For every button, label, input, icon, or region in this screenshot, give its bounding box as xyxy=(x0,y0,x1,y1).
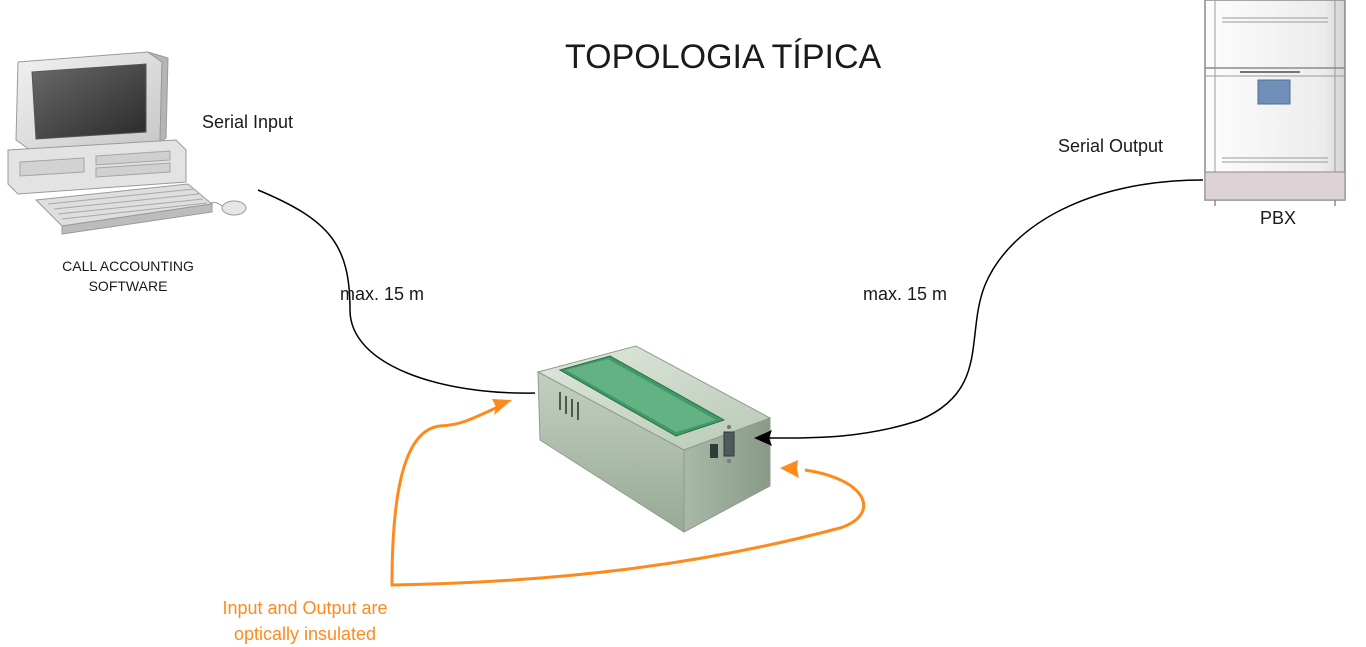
max-distance-left-label: max. 15 m xyxy=(340,284,425,304)
insulation-note: Input and Output are optically insulated xyxy=(190,595,420,647)
arrow-head-orange-right xyxy=(780,460,799,478)
call-accounting-label: CALL ACCOUNTING SOFTWARE xyxy=(28,256,228,296)
max-distance-right-label: max. 15 m xyxy=(863,284,948,304)
insulation-note-line1: Input and Output are xyxy=(222,598,388,618)
arrow-head-right-cable xyxy=(754,430,772,446)
serial-input-label: Serial Input xyxy=(202,112,294,132)
cable-right xyxy=(765,179,1204,439)
call-accounting-line2: SOFTWARE xyxy=(88,278,168,294)
cable-left xyxy=(257,189,536,394)
computer-icon xyxy=(7,51,247,235)
arrow-head-orange-left xyxy=(492,399,512,415)
pbx-cabinet-icon xyxy=(1204,0,1346,206)
serial-output-label: Serial Output xyxy=(1058,136,1164,156)
call-accounting-line1: CALL ACCOUNTING xyxy=(62,258,194,274)
serial-buffer-device-icon xyxy=(536,345,772,533)
insulation-loop xyxy=(390,405,866,587)
insulation-note-line2: optically insulated xyxy=(233,624,377,644)
pbx-label: PBX xyxy=(1260,208,1297,228)
diagram-title: TOPOLOGIA TÍPICA xyxy=(565,38,882,76)
